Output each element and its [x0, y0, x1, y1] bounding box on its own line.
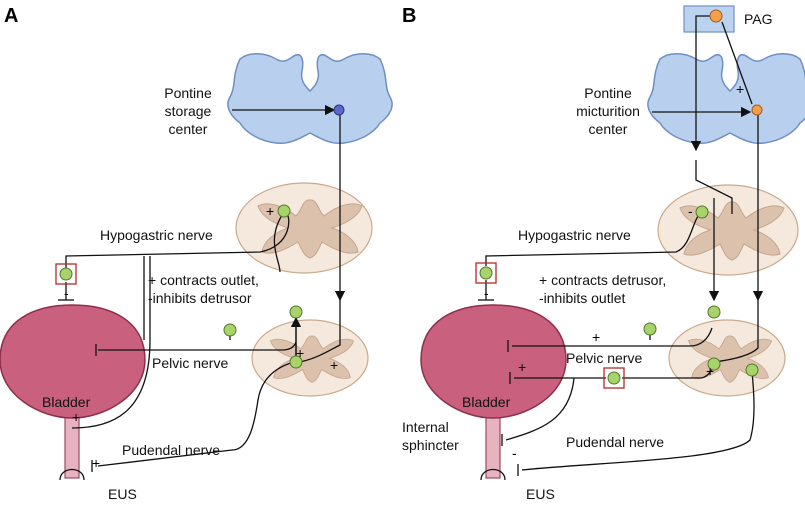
pelvic-label-a: Pelvic nerve — [152, 355, 228, 371]
hypogastric-neuron-b — [695, 205, 709, 219]
lower-cord-a — [251, 319, 369, 397]
panel-a: A — [0, 5, 393, 502]
pontine-storage-neuron-a — [333, 104, 345, 116]
plus-sign: + — [92, 455, 100, 471]
hypogastric-label-a: Hypogastric nerve — [100, 227, 213, 243]
pons-a — [227, 52, 393, 145]
plus-sign: + — [72, 409, 80, 425]
eus-label-a: EUS — [108, 486, 137, 502]
plus-sign: + — [736, 81, 744, 97]
plus-sign: + — [592, 329, 600, 345]
panel-b-letter: B — [402, 5, 416, 27]
eus-label-b: EUS — [526, 486, 555, 502]
plus-sign: + — [266, 203, 274, 219]
hypogastric-label-b: Hypogastric nerve — [518, 227, 631, 243]
pmc-neuron — [751, 104, 763, 116]
internal-sphincter-label: Internal sphincter — [402, 419, 459, 453]
onuf-neuron-b — [745, 363, 759, 377]
pudendal-label-b: Pudendal nerve — [566, 434, 664, 450]
pelvic-ganglion-neuron-b — [643, 322, 657, 336]
sacral-neuron-b — [707, 357, 721, 371]
pelvic-label-b: Pelvic nerve — [566, 350, 642, 366]
plus-sign: + — [518, 359, 526, 375]
minus-sign: - — [512, 445, 517, 461]
pudendal-label-a: Pudendal nerve — [122, 442, 220, 458]
panel-a-letter: A — [4, 5, 18, 27]
parasympathetic-effect-label: + contracts detrusor, -inhibits outlet — [539, 272, 666, 306]
afferent-neuron-b — [707, 305, 721, 319]
pag-box — [683, 5, 735, 33]
plus-sign: + — [296, 345, 304, 361]
bladder-a — [0, 304, 146, 481]
pons-b — [647, 52, 805, 145]
panel-b: B PAG — [402, 5, 805, 502]
pelvic-ganglion-box-b — [603, 367, 625, 389]
svg-text:storage: storage — [165, 103, 212, 119]
pelvic-ganglion-neuron-a — [223, 323, 237, 337]
afferent-neuron-a — [289, 305, 303, 319]
lower-cord-b — [668, 319, 786, 397]
svg-text:micturition: micturition — [576, 103, 640, 119]
bladder-label-b: Bladder — [462, 394, 511, 410]
pontine-storage-label: Pontine storage center — [164, 85, 212, 137]
svg-text:+ contracts outlet,: + contracts outlet, — [148, 272, 259, 288]
hypogastric-neuron-a — [277, 204, 291, 218]
minus-sign: - — [484, 285, 489, 301]
bladder-b — [420, 304, 567, 481]
pag-neuron — [709, 9, 723, 23]
pontine-micturition-label: Pontine micturition center — [576, 85, 640, 137]
pag-label: PAG — [744, 11, 773, 27]
ganglion-box-b — [475, 262, 497, 284]
svg-text:-inhibits detrusor: -inhibits detrusor — [148, 290, 252, 306]
upper-cord-b — [657, 184, 799, 276]
minus-sign: - — [64, 285, 69, 301]
ganglion-box-a — [55, 263, 77, 285]
pelvic-ganglion-neuron-b2 — [607, 371, 621, 385]
ganglion-neuron-a — [59, 267, 73, 281]
sacral-neuron-a — [289, 355, 303, 369]
svg-text:Internal: Internal — [402, 419, 449, 435]
ganglion-neuron-b — [479, 266, 493, 280]
svg-text:sphincter: sphincter — [402, 437, 459, 453]
plus-sign: + — [330, 357, 338, 373]
sympathetic-effect-label: + contracts outlet, -inhibits detrusor — [148, 272, 259, 306]
minus-sign: - — [536, 459, 541, 475]
svg-text:center: center — [589, 121, 628, 137]
minus-sign: - — [688, 203, 693, 219]
svg-text:-inhibits outlet: -inhibits outlet — [539, 290, 625, 306]
upper-cord-a — [235, 182, 373, 274]
bladder-label-a: Bladder — [42, 394, 91, 410]
svg-text:+ contracts detrusor,: + contracts detrusor, — [539, 272, 666, 288]
svg-text:Pontine: Pontine — [164, 85, 212, 101]
plus-sign: + — [706, 363, 714, 379]
svg-text:center: center — [169, 121, 208, 137]
svg-text:Pontine: Pontine — [584, 85, 632, 101]
